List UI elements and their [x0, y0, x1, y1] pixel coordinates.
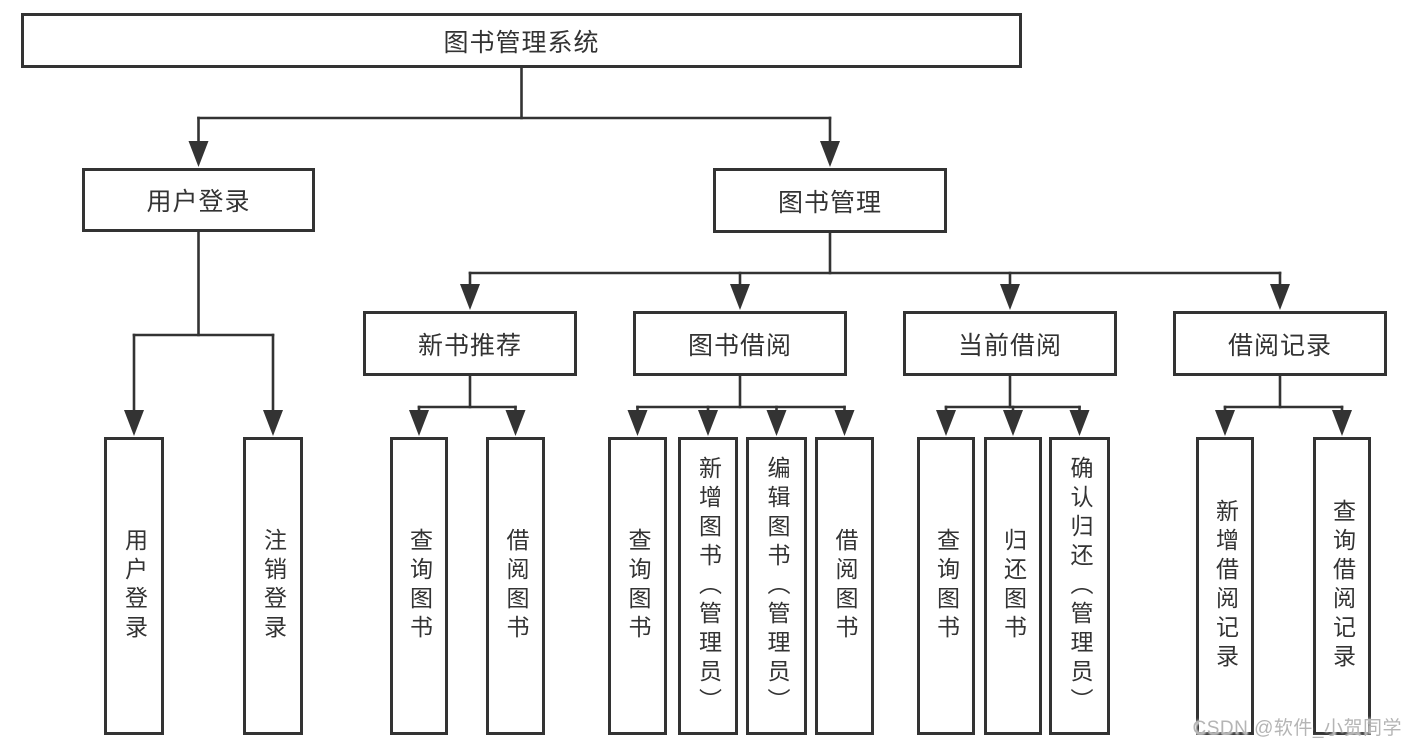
node-label-br-query-record: 查询借阅记录 — [1329, 499, 1356, 673]
node-leaf-user-login: 用户登录 — [104, 437, 164, 735]
node-label-borrowing-records: 借阅记录 — [1227, 331, 1332, 360]
node-label-root: 图书管理系统 — [443, 28, 600, 57]
node-label-leaf-user-login: 用户登录 — [121, 528, 148, 644]
node-book-mgmt: 图书管理 — [713, 168, 947, 233]
node-new-book-rec: 新书推荐 — [363, 311, 577, 376]
node-book-borrowing: 图书借阅 — [633, 311, 847, 376]
arrowhead-icon — [460, 284, 480, 310]
arrowhead-icon — [409, 410, 429, 436]
arrowhead-icon — [627, 410, 648, 436]
node-label-cb-query-books: 查询图书 — [933, 528, 960, 644]
node-root: 图书管理系统 — [21, 13, 1022, 68]
node-label-cb-return-books: 归还图书 — [1000, 528, 1027, 644]
node-bb-query-books: 查询图书 — [608, 437, 667, 735]
arrowhead-icon — [936, 410, 956, 436]
arrowhead-icon — [766, 410, 787, 436]
arrowhead-icon — [124, 410, 144, 436]
arrowhead-icon — [188, 141, 209, 167]
node-bb-borrow-books: 借阅图书 — [815, 437, 874, 735]
node-nbr-query-books: 查询图书 — [390, 437, 448, 735]
arrowhead-icon — [1000, 284, 1020, 310]
node-label-cb-confirm-return-admin: 确认归还（管理员） — [1067, 455, 1093, 717]
node-cb-return-books: 归还图书 — [984, 437, 1042, 735]
node-label-bb-edit-books-admin: 编辑图书（管理员） — [764, 455, 790, 717]
arrowhead-icon — [698, 410, 718, 436]
node-nbr-borrow-books: 借阅图书 — [486, 437, 545, 735]
node-borrowing-records: 借阅记录 — [1173, 311, 1387, 376]
arrowhead-icon — [730, 284, 750, 310]
node-label-new-book-rec: 新书推荐 — [417, 331, 522, 360]
node-cb-confirm-return-admin: 确认归还（管理员） — [1049, 437, 1110, 735]
arrowhead-icon — [820, 141, 840, 167]
node-label-current-borrowing: 当前借阅 — [957, 331, 1062, 360]
node-label-nbr-borrow-books: 借阅图书 — [503, 528, 529, 644]
node-label-bb-borrow-books: 借阅图书 — [832, 528, 858, 644]
node-label-book-mgmt: 图书管理 — [777, 188, 882, 217]
arrowhead-icon — [1332, 410, 1352, 436]
node-br-add-record: 新增借阅记录 — [1196, 437, 1254, 735]
arrowhead-icon — [505, 410, 526, 436]
node-user-login: 用户登录 — [82, 168, 315, 232]
node-bb-add-books-admin: 新增图书（管理员） — [678, 437, 738, 735]
arrowhead-icon — [1270, 284, 1290, 310]
node-label-bb-add-books-admin: 新增图书（管理员） — [695, 455, 722, 717]
watermark: CSDN @软件_小贺同学 — [1192, 718, 1402, 739]
node-br-query-record: 查询借阅记录 — [1313, 437, 1371, 735]
node-current-borrowing: 当前借阅 — [903, 311, 1117, 376]
node-label-nbr-query-books: 查询图书 — [406, 528, 433, 644]
arrowhead-icon — [1069, 410, 1090, 436]
arrowhead-icon — [1003, 410, 1023, 436]
node-leaf-logout: 注销登录 — [243, 437, 303, 735]
node-bb-edit-books-admin: 编辑图书（管理员） — [746, 437, 807, 735]
node-label-user-login: 用户登录 — [146, 188, 251, 216]
arrowhead-icon — [834, 410, 855, 436]
node-label-bb-query-books: 查询图书 — [625, 528, 651, 644]
node-cb-query-books: 查询图书 — [917, 437, 975, 735]
arrowhead-icon — [263, 410, 283, 436]
arrowhead-icon — [1215, 410, 1235, 436]
node-label-br-add-record: 新增借阅记录 — [1212, 499, 1239, 673]
node-label-leaf-logout: 注销登录 — [260, 528, 287, 644]
node-label-book-borrowing: 图书借阅 — [687, 331, 792, 360]
